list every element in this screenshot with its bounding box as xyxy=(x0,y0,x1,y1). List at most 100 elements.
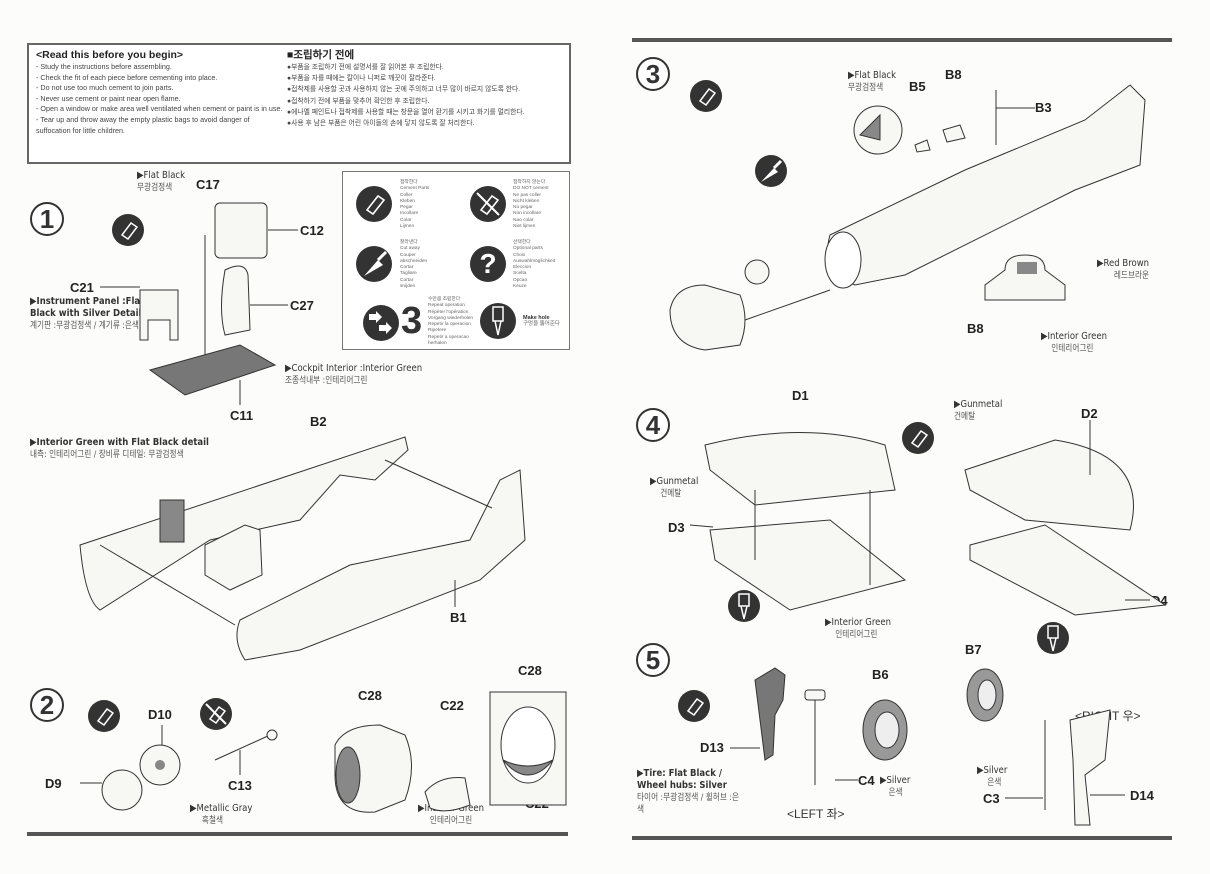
step-4-wing-illustration xyxy=(689,420,1167,616)
cement-tube-icon xyxy=(356,186,392,222)
part-label-c27: C27 xyxy=(290,298,314,313)
repeat-arrows-icon xyxy=(363,305,399,341)
instrument-panel-c21 xyxy=(139,289,179,341)
step-1-cockpit-illustration xyxy=(100,202,298,405)
part-label-c21: C21 xyxy=(70,280,94,295)
part-label-c28: C28 xyxy=(358,688,382,703)
cement-tube-icon xyxy=(112,214,144,246)
seat-b8-detail xyxy=(984,254,1066,301)
part-label-b6: B6 xyxy=(872,667,889,682)
page-top-rule xyxy=(632,38,1172,42)
fuselage-half-b2 xyxy=(79,436,409,611)
wing-lower-d4 xyxy=(969,524,1167,616)
warning-item: - Check the fit of each piece before cem… xyxy=(36,72,218,82)
gear-strut-c4 xyxy=(804,689,826,701)
seat-back-c12 xyxy=(214,202,268,259)
cement-tube-icon xyxy=(902,422,934,454)
question-mark-icon: ? xyxy=(470,246,506,282)
part-b8 xyxy=(942,124,966,143)
cockpit-floor-c11 xyxy=(148,344,277,396)
warning-item: ●에나멜 페인트나 접착제를 사용할 때는 창문을 열어 환기를 시키고 화기를… xyxy=(287,108,525,116)
seat-c27 xyxy=(221,265,251,336)
left-side-label: <LEFT 좌> xyxy=(787,807,845,821)
paint-note-instrument-panel: ▶Instrument Panel :Flat Black with Silve… xyxy=(30,296,145,331)
step-5-number: 5 xyxy=(636,643,670,677)
part-label-d2: D2 xyxy=(1081,406,1098,421)
part-label-d10: D10 xyxy=(148,707,172,722)
part-label-b8: B8 xyxy=(945,67,962,82)
warning-item: - Study the instructions before assembli… xyxy=(36,62,172,71)
part-label-c28-detail: C28 xyxy=(518,663,542,678)
warning-item: - Never use cement or paint near open fl… xyxy=(36,93,181,103)
step-3-number: 3 xyxy=(636,57,670,91)
engine-assembly xyxy=(744,259,770,285)
drill-hole-icon xyxy=(480,303,516,339)
part-label-b2: B2 xyxy=(310,414,327,429)
part-label-c3: C3 xyxy=(983,791,1000,806)
fuselage-illustration xyxy=(79,436,526,661)
fuselage-half-b1 xyxy=(236,469,526,661)
wing-upper-d1 xyxy=(704,432,896,506)
warnings-box: <Read this before you begin> - Study the… xyxy=(27,43,571,164)
part-label-c22: C22 xyxy=(440,698,464,713)
part-label-b3: B3 xyxy=(1035,100,1052,115)
warning-item: ●부품을 조립하기 전에 설명서를 잘 읽어본 후 조립한다. xyxy=(287,64,444,71)
part-b5 xyxy=(914,139,931,153)
step-3-fuselage-illustration xyxy=(669,84,1146,351)
wing-upper-d2 xyxy=(964,439,1134,531)
propeller-shaft-c13 xyxy=(266,729,278,741)
warnings-title-ko: ■조립하기 전에 xyxy=(287,49,355,61)
part-label-b8-detail: B8 xyxy=(967,321,984,336)
warnings-english: <Read this before you begin> - Study the… xyxy=(36,49,286,136)
cockpit-assembly xyxy=(204,524,263,591)
part-label-d9: D9 xyxy=(45,776,62,791)
part-label-b7: B7 xyxy=(965,642,982,657)
warning-item: ●접착제를 사용할 곳과 사용하지 않는 곳에 주의하고 너무 많이 바르지 않… xyxy=(287,86,521,94)
warnings-title-en: <Read this before you begin> xyxy=(36,49,184,61)
hobby-knife-icon xyxy=(356,246,392,282)
engine-d9 xyxy=(101,769,143,811)
part-label-c4: C4 xyxy=(858,773,875,788)
warning-item: ●사용 후 남은 부품은 어린 아이들의 손에 닿지 않도록 잘 처리한다. xyxy=(287,120,475,128)
warning-item: ●부품을 자를 때에는 칼이나 니퍼로 깨끗이 잘라준다. xyxy=(287,75,436,83)
part-label-b5: B5 xyxy=(909,79,926,94)
part-label-c17: C17 xyxy=(196,177,220,192)
part-label-c11: C11 xyxy=(230,408,254,423)
cowling-illustration xyxy=(334,691,567,813)
gear-door-d14 xyxy=(1069,709,1111,826)
part-label-c12: C12 xyxy=(300,223,324,238)
step-2-number: 2 xyxy=(30,688,64,722)
hobby-knife-icon xyxy=(755,155,787,187)
page-bottom-rule xyxy=(632,836,1172,840)
step-4-number: 4 xyxy=(636,408,670,442)
part-label-d1: D1 xyxy=(792,388,809,403)
repeat-count: 3 xyxy=(401,300,423,342)
warning-item: - Open a window or make area well ventil… xyxy=(36,104,283,114)
no-cement-icon xyxy=(200,698,232,730)
warning-item: - Do not use too much cement to join par… xyxy=(36,83,174,93)
step-2-engine-illustration xyxy=(80,725,278,811)
intake-c22 xyxy=(424,777,471,812)
warning-item: - Tear up and throw away the empty plast… xyxy=(36,114,250,135)
warnings-korean: ■조립하기 전에 ●부품을 조립하기 전에 설명서를 잘 읽어본 후 조립한다.… xyxy=(287,49,567,129)
cement-tube-icon xyxy=(690,80,722,112)
